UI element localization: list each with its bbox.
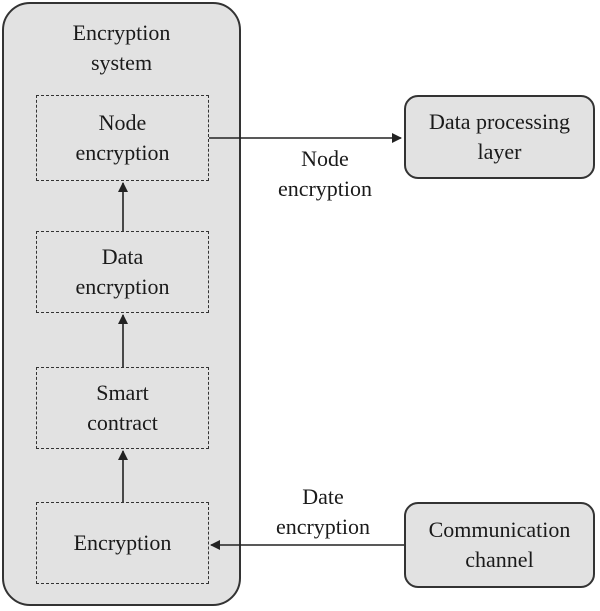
encryption-system-title: Encryption system [72, 20, 171, 75]
data-processing-layer-label: Data processing layer [428, 109, 571, 164]
node-encryption-edge-label: Node encryption [277, 146, 373, 201]
node-encryption-label: Node encryption [75, 110, 170, 165]
communication-channel-label: Communication channel [428, 517, 571, 572]
encryption-box: Encryption [36, 502, 209, 584]
smart-contract-label: Smart contract [87, 380, 158, 435]
node-encryption-box: Node encryption [36, 95, 209, 181]
communication-channel-box: Communication channel [404, 502, 595, 588]
encryption-label: Encryption [73, 530, 172, 555]
smart-contract-box: Smart contract [36, 367, 209, 449]
data-processing-layer-box: Data processing layer [404, 95, 595, 179]
data-encryption-label: Data encryption [75, 244, 170, 299]
data-encryption-box: Data encryption [36, 231, 209, 313]
date-encryption-edge-label: Date encryption [275, 484, 371, 539]
encryption-system-container [2, 2, 241, 606]
